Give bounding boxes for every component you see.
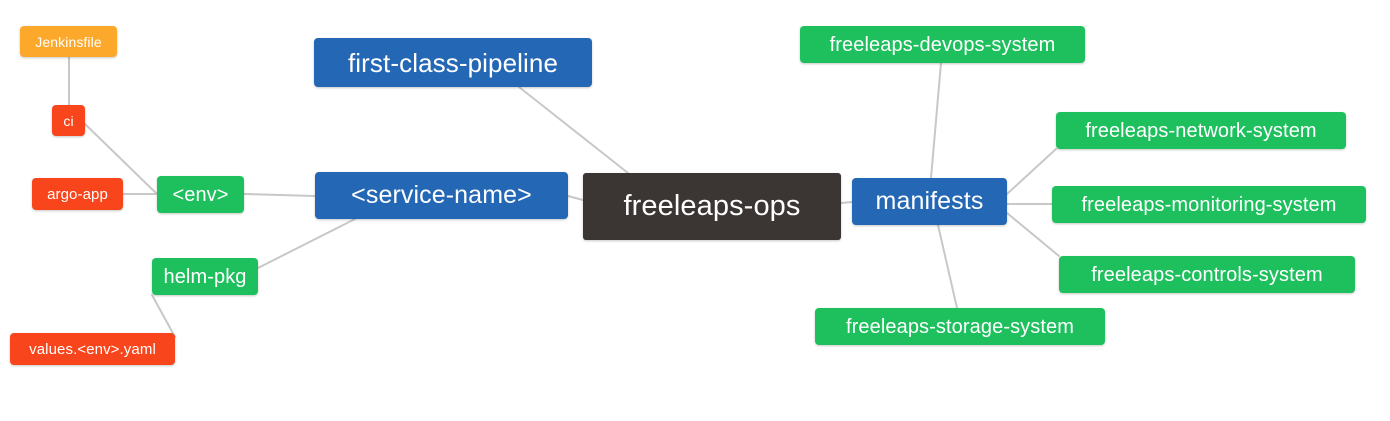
edge-manifests-to-network	[1006, 148, 1057, 195]
mindmap-node-env[interactable]: <env>	[157, 176, 244, 213]
mindmap-node-monitoring[interactable]: freeleaps-monitoring-system	[1052, 186, 1366, 223]
mindmap-node-controls[interactable]: freeleaps-controls-system	[1059, 256, 1355, 293]
mindmap-node-pipeline[interactable]: first-class-pipeline	[314, 38, 592, 87]
edge-devops-to-manifests	[930, 62, 942, 179]
edge-env-to-service-name	[243, 193, 316, 197]
mindmap-node-service-name[interactable]: <service-name>	[315, 172, 568, 219]
edge-helm-pkg-to-service-name	[257, 218, 356, 269]
mindmap-node-jenkinsfile[interactable]: Jenkinsfile	[20, 26, 117, 57]
mindmap-node-network[interactable]: freeleaps-network-system	[1056, 112, 1346, 149]
mindmap-node-storage[interactable]: freeleaps-storage-system	[815, 308, 1105, 345]
edge-pipeline-to-root	[518, 86, 629, 174]
edge-root-to-manifests	[840, 201, 853, 204]
edge-manifests-to-storage	[937, 224, 958, 309]
mindmap-node-argo-app[interactable]: argo-app	[32, 178, 123, 210]
edge-values-yaml-to-helm-pkg	[151, 294, 176, 338]
mindmap-node-values-yaml[interactable]: values.<env>.yaml	[10, 333, 175, 365]
mindmap-node-helm-pkg[interactable]: helm-pkg	[152, 258, 258, 295]
mindmap-node-devops[interactable]: freeleaps-devops-system	[800, 26, 1085, 63]
edge-service-name-to-root	[567, 195, 584, 201]
mindmap-node-root[interactable]: freeleaps-ops	[583, 173, 841, 240]
mindmap-node-manifests[interactable]: manifests	[852, 178, 1007, 225]
mindmap-node-ci[interactable]: ci	[52, 105, 85, 136]
